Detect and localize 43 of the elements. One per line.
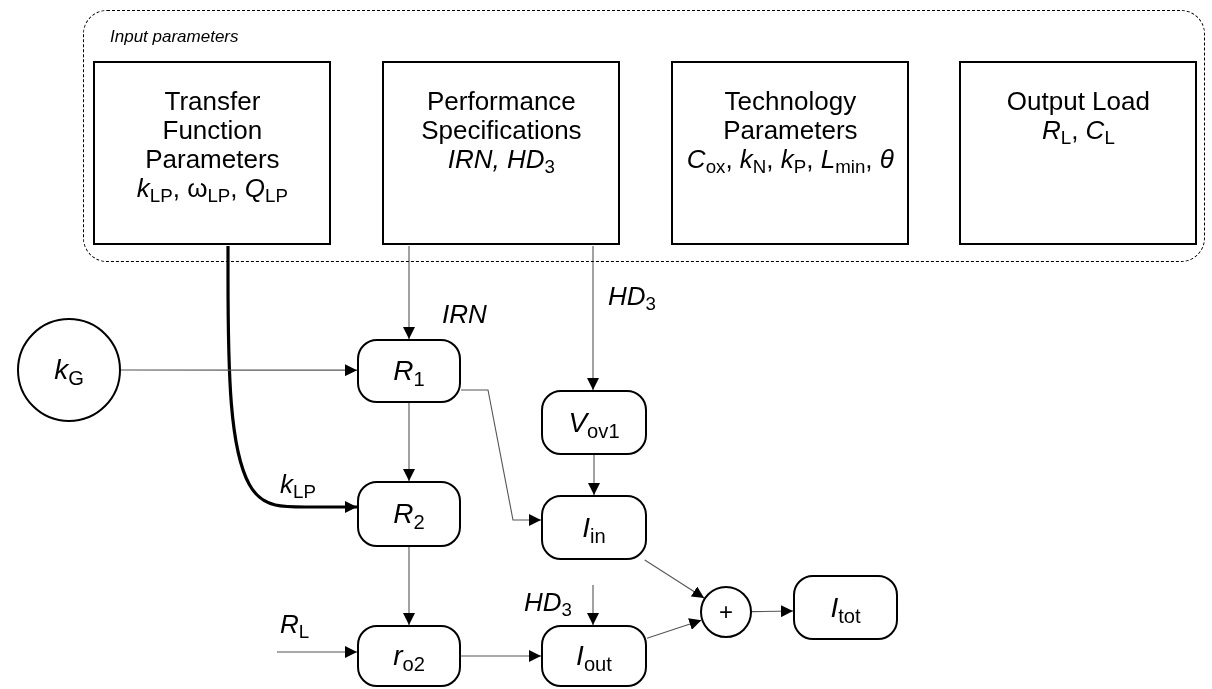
formula-text: IRN, HD$_{3}$ [447,145,555,175]
arrow [587,245,599,391]
arrow [646,618,702,639]
arrow [226,246,357,513]
plus-sign: + [719,598,733,626]
process-box [793,575,898,640]
variable-label: I$_{in}$ [582,511,606,544]
group-title: Input parameters [110,27,239,47]
arrow [644,559,705,599]
arrow [588,454,600,496]
variable-label: I$_{tot}$ [830,591,861,624]
arrow [403,402,415,482]
formula-text: k$_{LP}$, ω$_{LP}$, Q$_{LP}$ [136,174,288,204]
parameter-box [959,61,1198,246]
parameter-box [93,61,332,246]
arrow [460,389,542,526]
process-box [357,481,461,547]
formula-text: R$_{L}$, C$_{L}$ [1041,116,1115,146]
parameter-box [671,61,910,246]
variable-label: R$_{1}$ [393,355,425,387]
summing-junction [700,586,752,638]
arrow [460,650,542,662]
process-box [357,625,461,687]
process-box [541,625,647,687]
box-heading: Performance Specifications [420,87,583,146]
group-frame [83,10,1205,262]
process-box [541,390,647,455]
arrow [276,646,358,658]
process-box [541,495,647,560]
box-heading: Output Load [1006,87,1150,117]
arrow [751,605,794,618]
parameter-box [382,61,621,246]
variable-label: R$_{2}$ [393,498,425,530]
arrow [403,546,415,626]
variable-label: r$_{o2}$ [393,640,425,672]
process-box [357,339,461,403]
variable-label: V$_{ov1}$ [568,406,620,439]
arrow [587,584,599,626]
arrow [120,364,358,377]
variable-label: k$_{G}$ [54,354,84,386]
formula-text: C$_{ox}$, k$_{N}$, k$_{P}$, L$_{min}$, θ [686,145,894,175]
variable-label: I$_{out}$ [576,640,612,672]
arrow [403,245,415,340]
